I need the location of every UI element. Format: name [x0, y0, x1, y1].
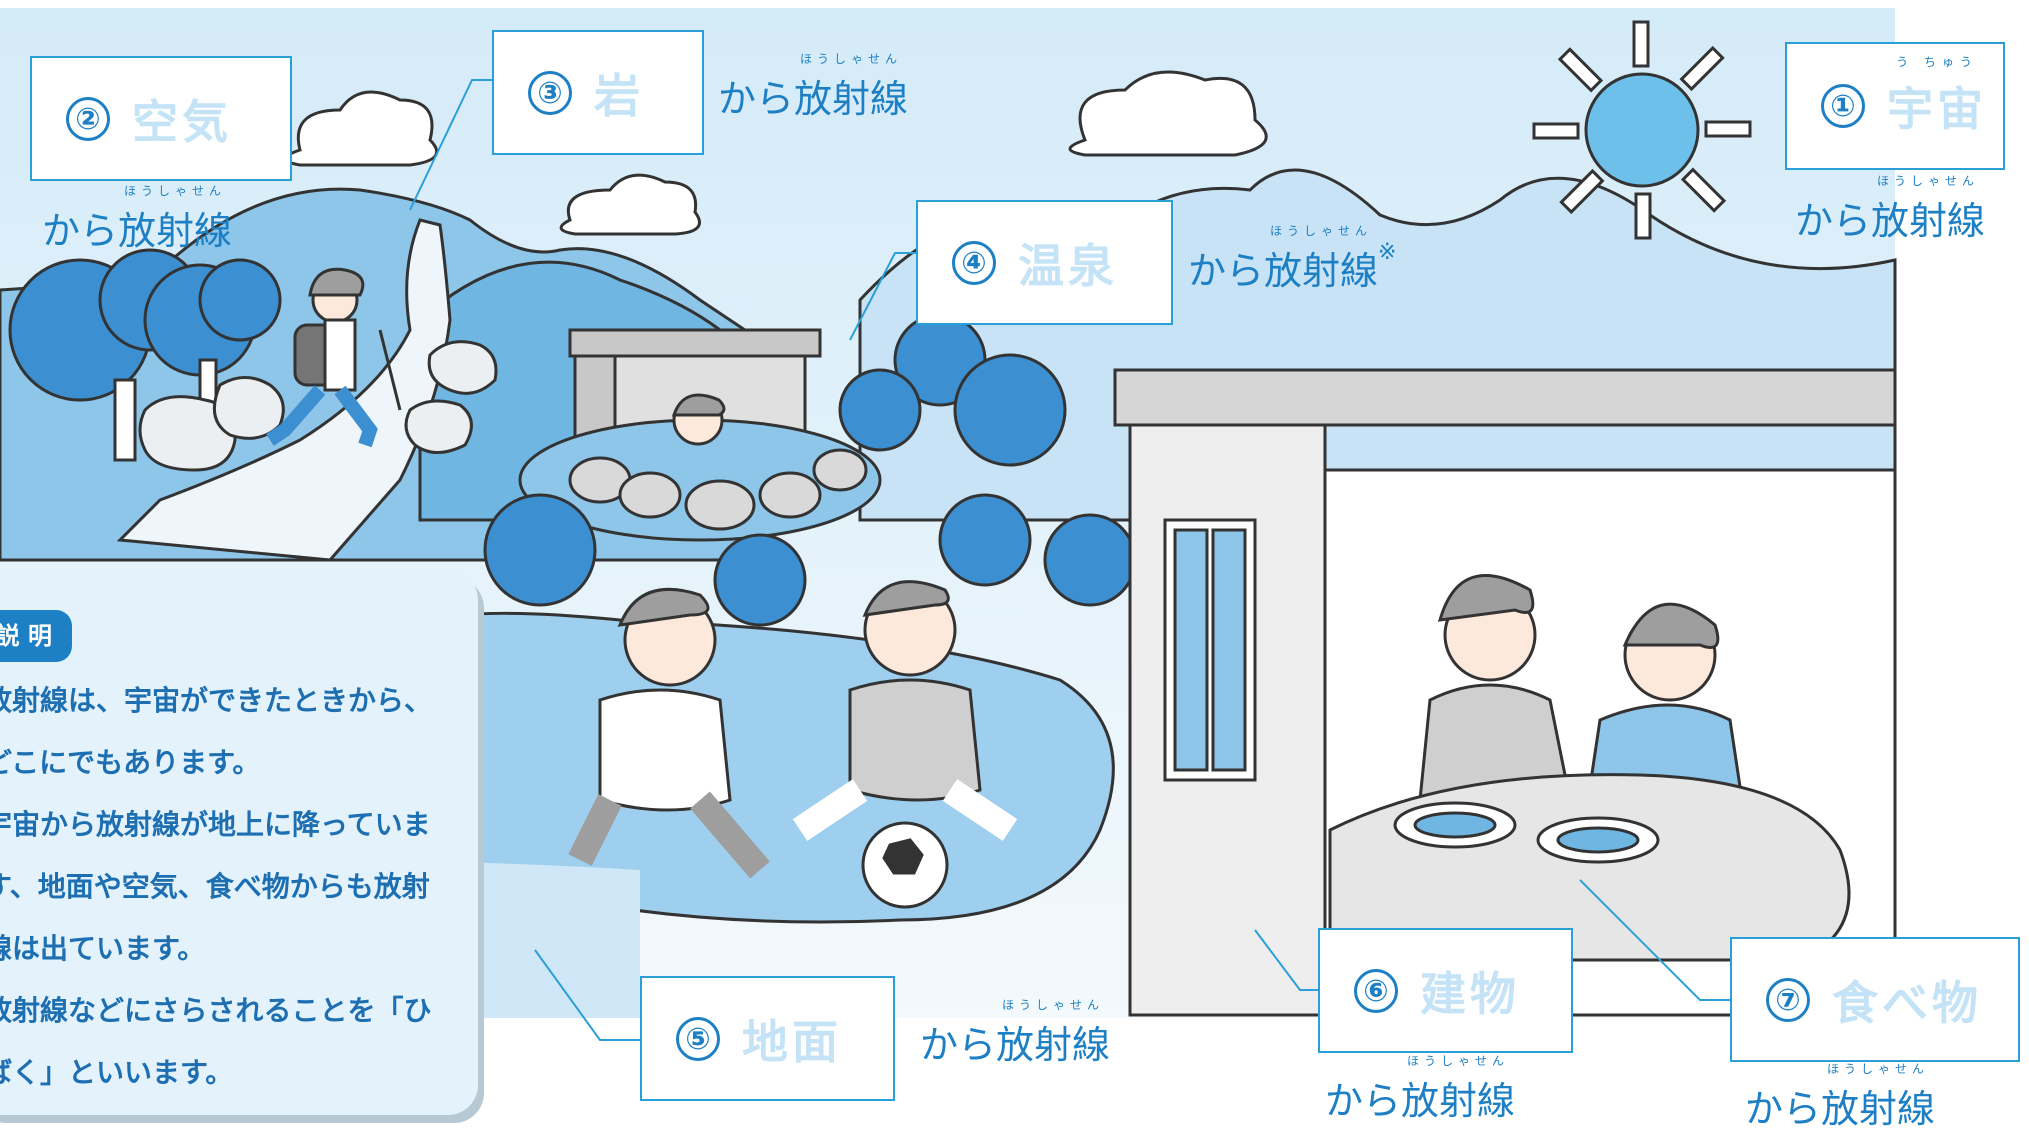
onsen: [518, 328, 882, 542]
explanation-badge: 説 明: [0, 610, 72, 662]
leader-lines: [409, 79, 1730, 1041]
sun-icon: [1532, 20, 1752, 240]
explanation-line: ばく」といいます。: [0, 1056, 234, 1089]
label-tatemono: ⑥ 建物: [1318, 928, 1573, 1053]
footnote-mark: ※: [1378, 240, 1397, 265]
rocks: [138, 340, 498, 472]
number-badge: ⑥: [1354, 968, 1398, 1013]
label-tabemono: ⑦ 食べ物: [1730, 937, 2020, 1062]
explanation-line: 宇宙から放射線が地上に降っていま: [0, 808, 431, 841]
label-jimen: ⑤ 地面: [640, 976, 895, 1101]
explanation-line: す、地面や空気、食べ物からも放射: [0, 870, 430, 903]
label-onsen: ④ 温泉: [916, 200, 1173, 325]
number-badge: ①: [1821, 84, 1865, 128]
explanation-line: 放射線は、宇宙ができたときから、: [0, 684, 433, 717]
trees-left: [8, 248, 282, 462]
number-badge: ③: [528, 70, 572, 115]
caption-tatemono: からほうしゃせん放射線: [1325, 1054, 1516, 1123]
caption-onsen: からほうしゃせん放射線※: [1188, 224, 1397, 293]
label-word: 空気: [132, 94, 232, 149]
explanation-text: 放射線は、宇宙ができたときから、 どこにでもあります。 宇宙から放射線が地上に降…: [0, 670, 474, 1104]
number-badge: ②: [66, 96, 110, 141]
mountain-path: [116, 218, 452, 562]
label-word: 岩: [594, 68, 644, 123]
number-badge: ⑦: [1766, 977, 1810, 1022]
caption-kuki: からほうしゃせん放射線: [42, 184, 233, 253]
number-badge: ④: [952, 240, 996, 285]
kids-playing: [568, 580, 1018, 909]
label-uchu: ① う ちゅう宇宙: [1785, 42, 2005, 170]
label-kuki: ② 空気: [30, 56, 292, 181]
cloud: [283, 70, 1268, 236]
explanation-line: 放射線などにさらされることを「ひ: [0, 994, 432, 1027]
trees-middle: [483, 313, 1137, 627]
label-word: 食べ物: [1832, 975, 1982, 1030]
caption-iwa: からほうしゃせん放射線: [718, 52, 909, 121]
label-word: 建物: [1420, 966, 1520, 1021]
explanation-panel: 説 明 放射線は、宇宙ができたときから、 どこにでもあります。 宇宙から放射線が…: [0, 570, 478, 1115]
hiker: [266, 267, 402, 448]
label-word: 地面: [742, 1014, 842, 1069]
number-badge: ⑤: [676, 1016, 720, 1061]
caption-uchu: からほうしゃせん放射線: [1795, 174, 1986, 243]
caption-tabemono: からほうしゃせん放射線: [1745, 1062, 1936, 1131]
label-word: う ちゅう宇宙: [1887, 55, 1987, 136]
dining-scene: [1328, 574, 1851, 962]
label-word: 温泉: [1018, 238, 1118, 293]
label-iwa: ③ 岩: [492, 30, 704, 155]
explanation-line: 線は出ています。: [0, 932, 206, 965]
caption-jimen: からほうしゃせん放射線: [920, 998, 1111, 1067]
explanation-line: どこにでもあります。: [0, 746, 261, 779]
furigana: う ちゅう: [1896, 55, 1978, 69]
